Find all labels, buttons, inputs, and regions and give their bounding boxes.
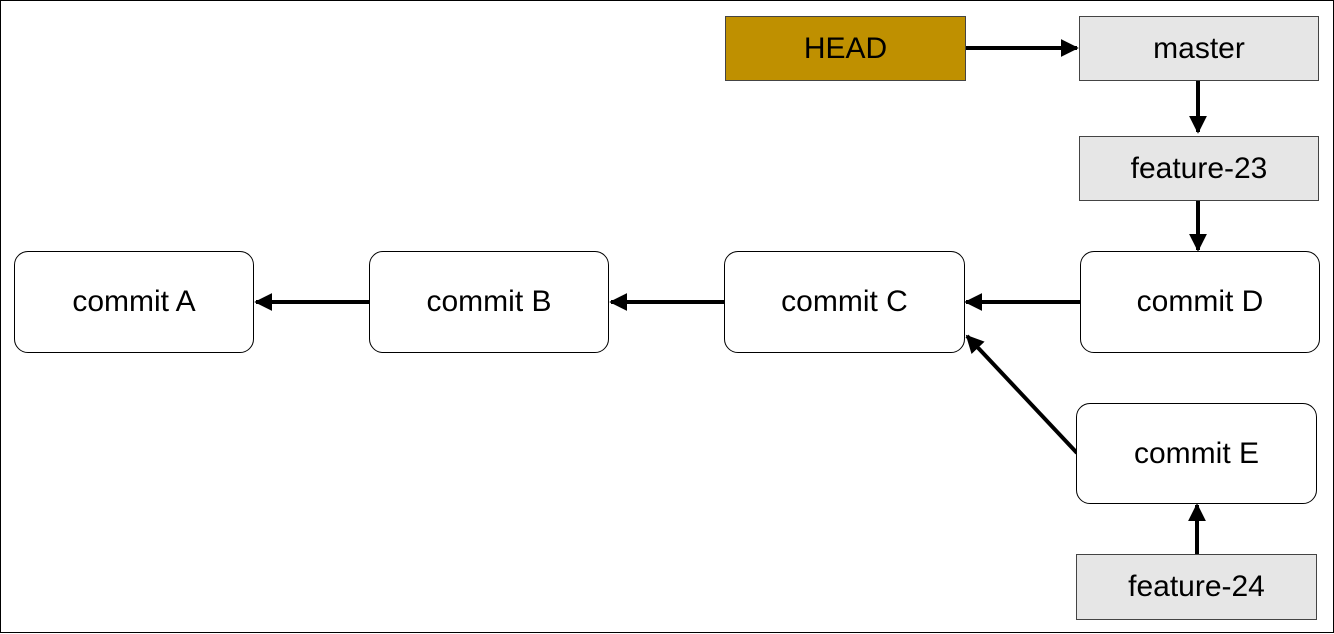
commit-d: commit D <box>1080 251 1320 353</box>
commit-c: commit C <box>724 251 965 353</box>
arrow-commit-e-to-commit-c <box>965 334 1079 455</box>
feature-23-branch: feature-23 <box>1079 136 1319 201</box>
head-ref: HEAD <box>725 16 966 81</box>
feature-24-branch: feature-24 <box>1076 554 1317 620</box>
master-branch: master <box>1079 16 1319 81</box>
commit-a: commit A <box>14 251 254 353</box>
commit-e: commit E <box>1076 403 1317 504</box>
commit-b: commit B <box>369 251 609 353</box>
